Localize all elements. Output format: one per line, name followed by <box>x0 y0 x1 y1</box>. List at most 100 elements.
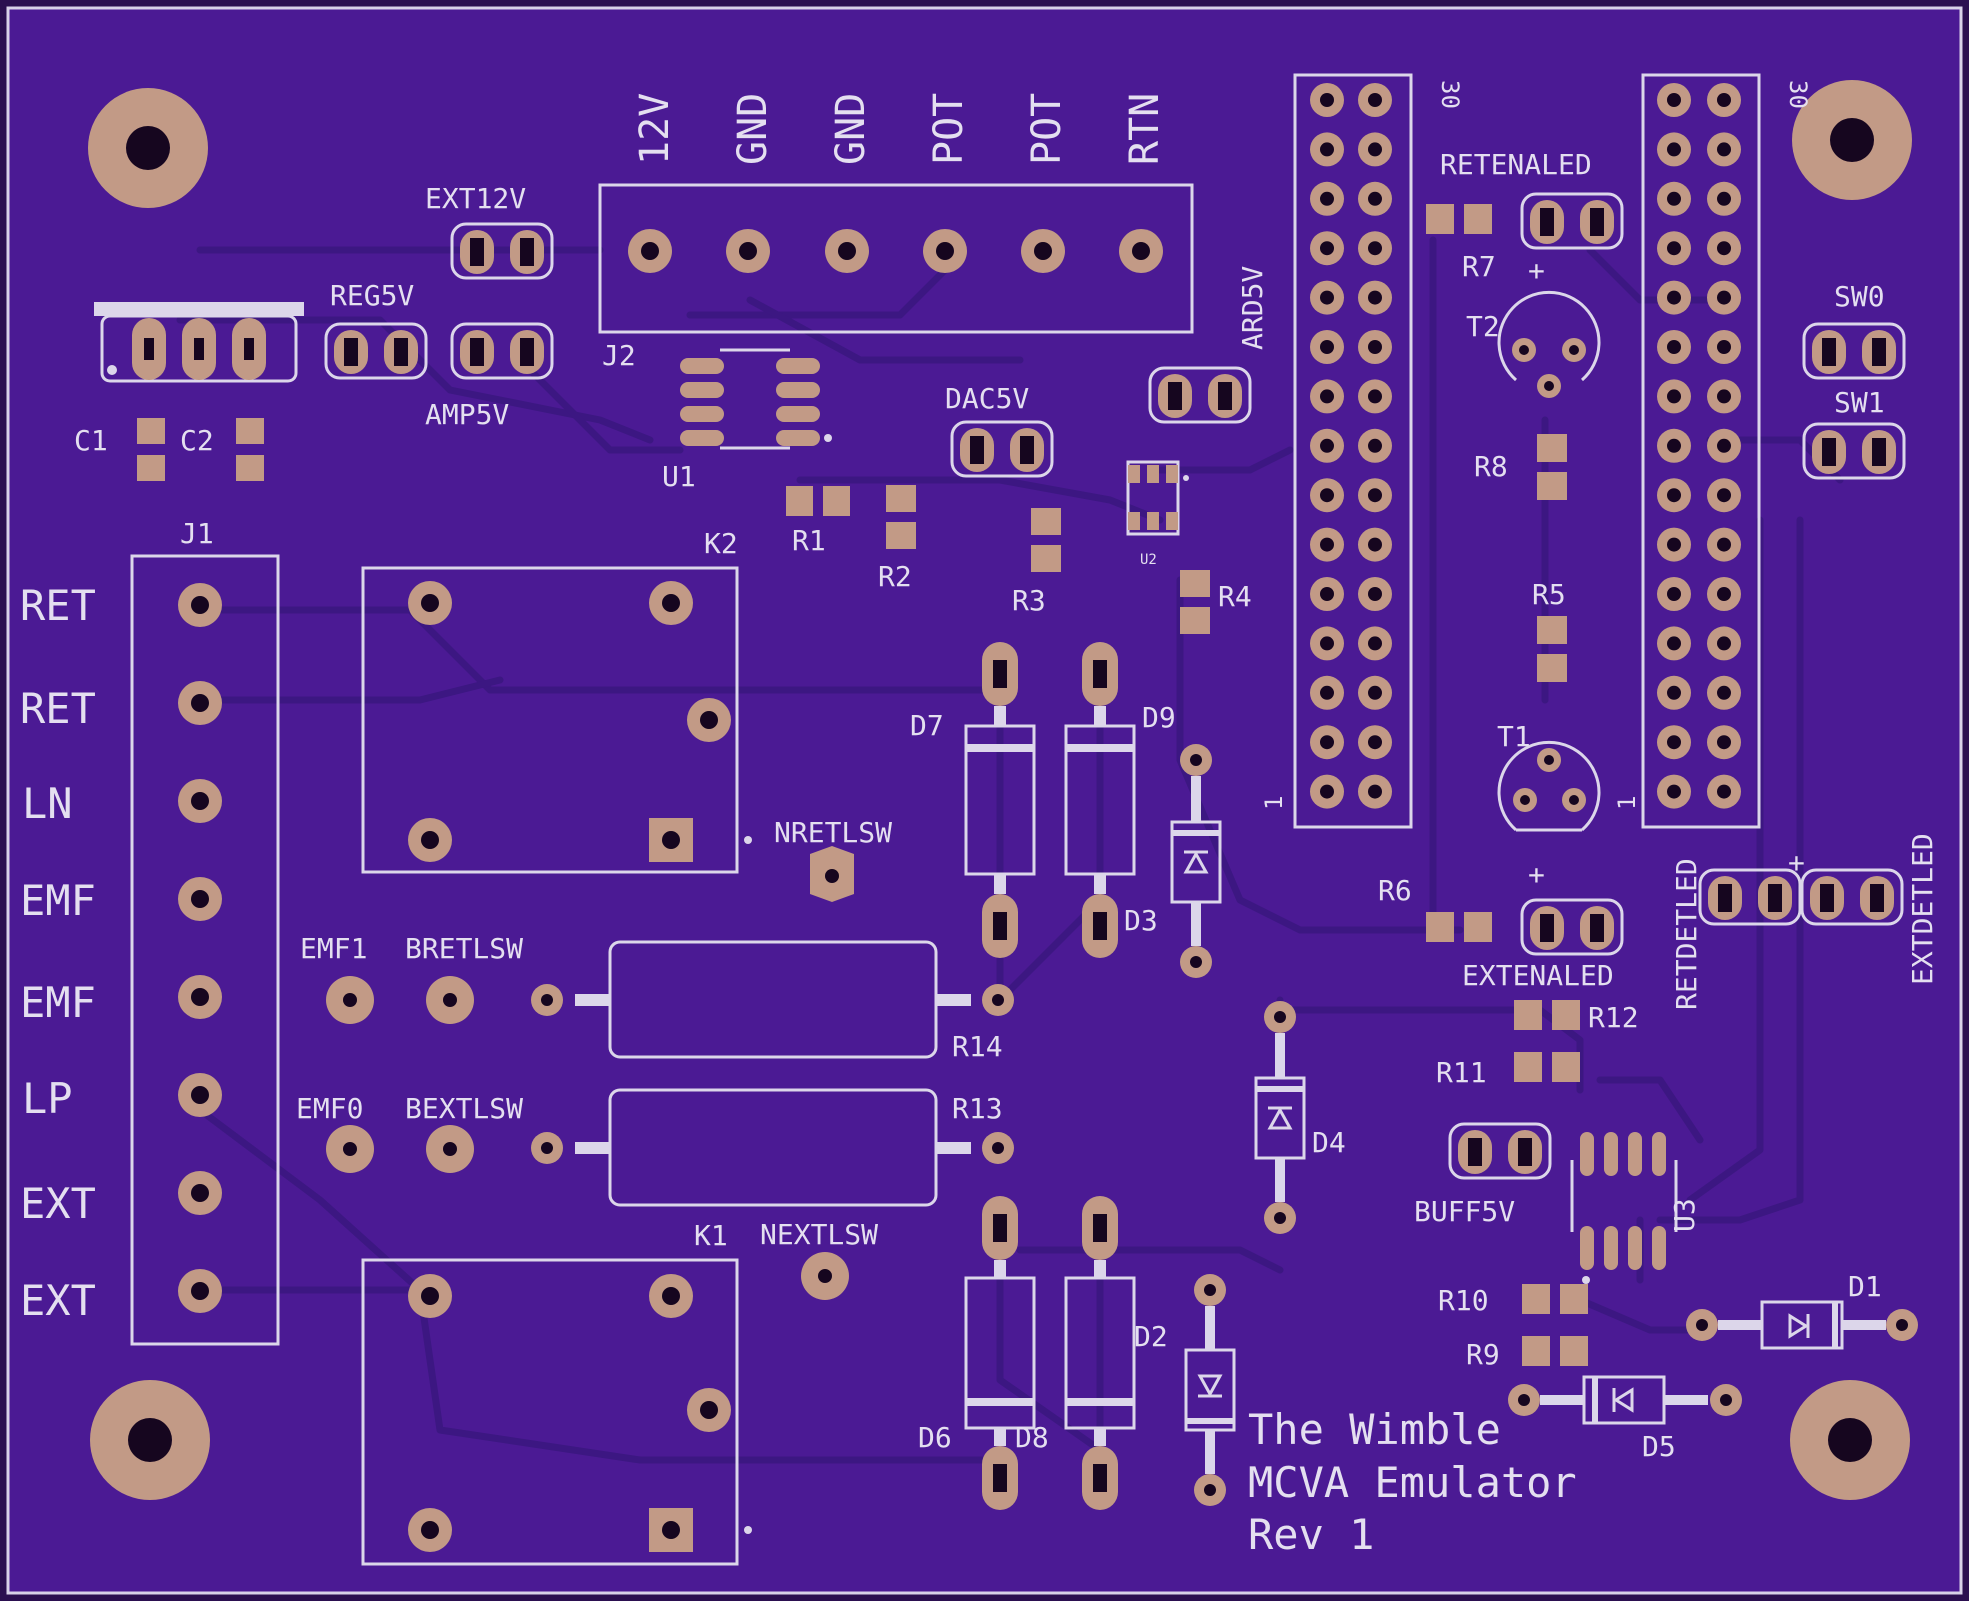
resistor-r12[interactable] <box>1514 1000 1580 1030</box>
r2-label: R2 <box>878 560 912 593</box>
r10-label: R10 <box>1438 1284 1489 1317</box>
jumper-dac5v[interactable] <box>950 420 1054 478</box>
header-pin-hole <box>1320 587 1334 601</box>
extdetled-label: EXTDETLED <box>1906 833 1939 985</box>
test-point-nretlsw[interactable] <box>810 846 854 902</box>
d8-label: D8 <box>1015 1421 1049 1454</box>
jumper-reg5v[interactable] <box>324 322 428 380</box>
u1-label: U1 <box>662 460 696 493</box>
header-pin-hole <box>1667 685 1681 700</box>
diode-d3[interactable] <box>1170 744 1222 978</box>
resistor-r5[interactable] <box>1537 616 1567 682</box>
header-pin-hole <box>1667 241 1681 256</box>
header-left-30-label: 30 <box>1436 80 1464 109</box>
header-pin-hole <box>1667 636 1681 651</box>
resistor-r11[interactable] <box>1514 1052 1580 1082</box>
resistor-r10[interactable] <box>1522 1284 1588 1314</box>
connector-j2[interactable] <box>598 183 1194 334</box>
header-pin-hole <box>1368 93 1382 107</box>
header-pin-hole <box>1368 142 1382 157</box>
resistor-r8[interactable] <box>1537 434 1567 500</box>
ic-u2[interactable] <box>1126 460 1189 536</box>
diode-d4[interactable] <box>1254 1001 1306 1234</box>
resistor-r3[interactable] <box>1031 508 1061 572</box>
header-pin-hole <box>1717 438 1731 453</box>
header-pin-hole <box>1368 537 1382 552</box>
led-retdetled[interactable] <box>1698 868 1802 926</box>
resistor-r9[interactable] <box>1522 1336 1588 1366</box>
r3-label: R3 <box>1012 584 1046 617</box>
j2-pin-label: POT <box>1024 93 1070 165</box>
resistor-r6[interactable] <box>1426 912 1492 942</box>
jumper-ext12v[interactable] <box>450 222 554 280</box>
k2-label: K2 <box>704 527 738 560</box>
diode-d7[interactable] <box>964 642 1036 958</box>
test-point-bextlsw[interactable] <box>426 1125 474 1173</box>
resistor-r2[interactable] <box>886 485 916 549</box>
r5-label: R5 <box>1532 578 1566 611</box>
header-pin-hole <box>1717 488 1731 503</box>
capacitor-c2[interactable] <box>236 418 264 481</box>
led-extenaled[interactable] <box>1520 898 1624 956</box>
diode-d1[interactable] <box>1686 1300 1918 1350</box>
header-right-1-label: 1 <box>1613 796 1641 810</box>
diode-d9[interactable] <box>1064 642 1136 958</box>
switch-sw1[interactable] <box>1802 422 1906 480</box>
test-point-emf1[interactable] <box>326 976 374 1024</box>
reg5v-label: REG5V <box>330 279 414 312</box>
diode-d8[interactable] <box>1064 1196 1136 1510</box>
header-pin-hole <box>1368 587 1382 601</box>
resistor-r7[interactable] <box>1426 204 1492 234</box>
r4-label: R4 <box>1218 580 1252 613</box>
extdetled-plus-label: + <box>1788 846 1805 879</box>
test-point-emf0[interactable] <box>326 1125 374 1173</box>
pin-header-left[interactable] <box>1293 73 1413 829</box>
r8-label: R8 <box>1474 450 1508 483</box>
jumper-ard5v[interactable] <box>1148 366 1252 424</box>
jumper-amp5v[interactable] <box>450 322 554 380</box>
header-pin-hole <box>1320 93 1334 107</box>
header-pin-hole <box>1320 290 1334 305</box>
diode-d6[interactable] <box>964 1196 1036 1510</box>
t2-label: T2 <box>1466 310 1500 343</box>
transistor-t2[interactable] <box>1497 290 1601 398</box>
diode-d5[interactable] <box>1508 1375 1742 1425</box>
r6-label: R6 <box>1378 874 1412 907</box>
jumper-buff5v[interactable] <box>1448 1122 1552 1180</box>
r12-label: R12 <box>1588 1001 1639 1034</box>
header-pin-hole <box>1320 784 1334 799</box>
u3-label: U3 <box>1668 1198 1701 1232</box>
voltage-regulator[interactable] <box>94 302 304 383</box>
connector-j1[interactable] <box>130 554 280 1346</box>
resistor-r13[interactable] <box>531 1088 1014 1207</box>
header-pin-hole <box>1320 685 1334 700</box>
resistor-r1[interactable] <box>786 486 850 516</box>
led-retenaled[interactable] <box>1520 192 1624 250</box>
capacitor-c1[interactable] <box>137 418 165 481</box>
header-pin-hole <box>1717 389 1731 404</box>
header-pin-hole <box>1667 290 1681 305</box>
relay-k2[interactable] <box>361 566 752 874</box>
retdetled-label: RETDETLED <box>1670 858 1703 1010</box>
resistor-r14[interactable] <box>531 940 1014 1059</box>
header-pin-hole <box>1368 784 1382 799</box>
bextlsw-label: BEXTLSW <box>405 1092 523 1125</box>
j1-pin-label: RET <box>20 581 96 630</box>
header-pin-hole <box>1667 587 1681 601</box>
pin-header-right[interactable] <box>1641 73 1761 829</box>
resistor-r4[interactable] <box>1180 570 1210 634</box>
led-extdetled[interactable] <box>1800 868 1904 926</box>
switch-sw0[interactable] <box>1802 322 1906 380</box>
ic-u3[interactable] <box>1570 1132 1678 1284</box>
board-title-line-1: The Wimble <box>1248 1405 1501 1454</box>
header-pin-hole <box>1717 93 1731 107</box>
test-point-bretlsw[interactable] <box>426 976 474 1024</box>
r1-label: R1 <box>792 524 826 557</box>
relay-k1[interactable] <box>361 1258 752 1566</box>
r14-label: R14 <box>952 1030 1003 1063</box>
diode-d2[interactable] <box>1184 1274 1236 1506</box>
test-point-nextlsw[interactable] <box>801 1252 849 1300</box>
ic-u1[interactable] <box>680 348 832 450</box>
transistor-t1[interactable] <box>1497 740 1601 832</box>
j2-pin-label: POT <box>926 93 972 165</box>
